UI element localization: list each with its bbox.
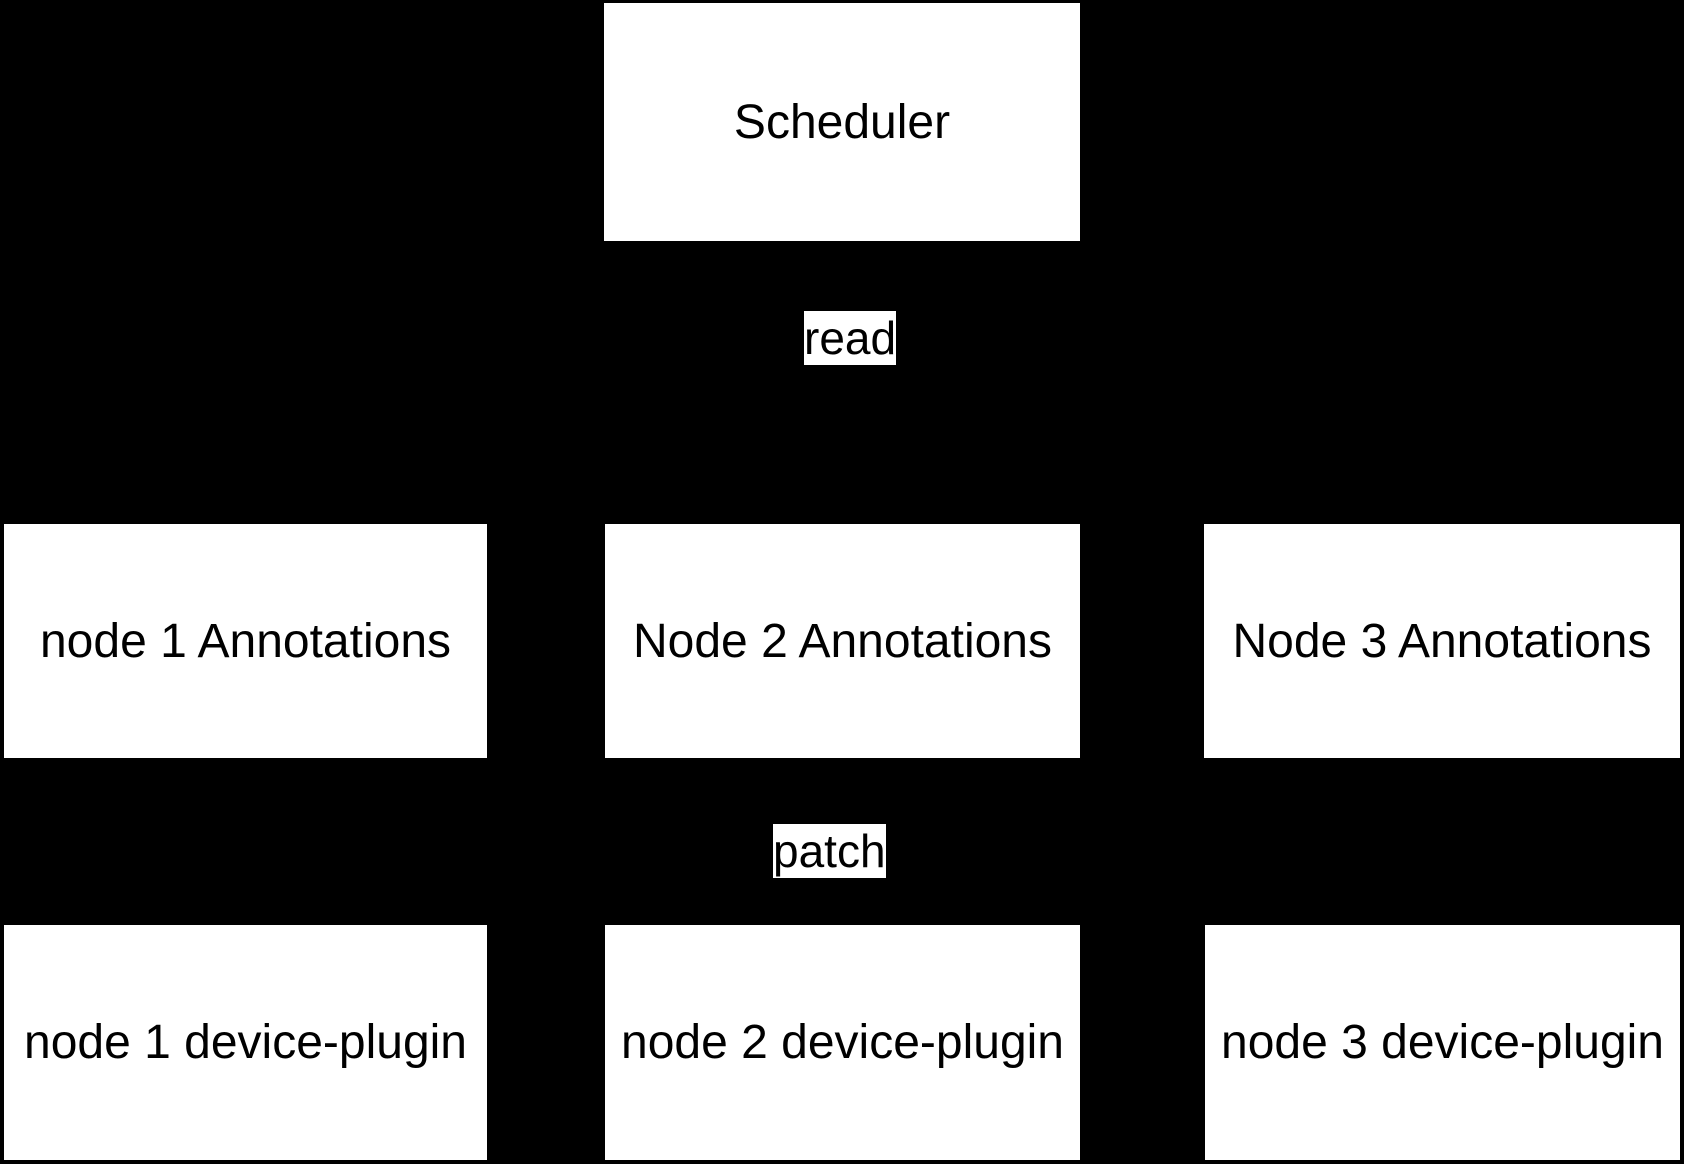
node-2-annotations-label: Node 2 Annotations: [633, 614, 1052, 668]
node-1-annotations-node: node 1 Annotations: [4, 524, 487, 758]
node-2-device-plugin-label: node 2 device-plugin: [621, 1016, 1064, 1069]
node-3-annotations-label: Node 3 Annotations: [1232, 614, 1652, 668]
node-1-annotations-label: node 1 Annotations: [39, 614, 452, 668]
node-3-device-plugin-label: node 3 device-plugin: [1221, 1016, 1664, 1069]
scheduler-node: Scheduler: [604, 3, 1080, 241]
node-1-device-plugin-node: node 1 device-plugin: [4, 925, 487, 1160]
node-3-device-plugin-node: node 3 device-plugin: [1205, 925, 1680, 1160]
edge-label-patch: patch: [773, 824, 886, 878]
node-1-device-plugin-label: node 1 device-plugin: [24, 1016, 467, 1069]
node-2-device-plugin-node: node 2 device-plugin: [605, 925, 1080, 1160]
scheduler-node-label: Scheduler: [733, 95, 951, 149]
edge-label-read: read: [804, 311, 897, 365]
node-3-annotations-node: Node 3 Annotations: [1204, 524, 1680, 758]
node-2-annotations-node: Node 2 Annotations: [605, 524, 1080, 758]
